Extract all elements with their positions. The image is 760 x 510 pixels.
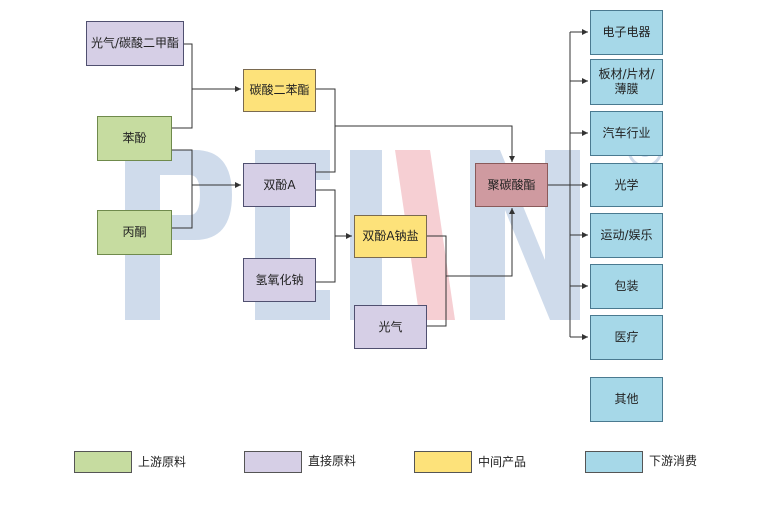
legend-label-direct: 直接原料 — [308, 454, 357, 468]
legend-label-intermediate: 中间产品 — [478, 455, 527, 469]
node-phenol: 苯酚 — [97, 116, 172, 161]
node-sodium-hydroxide: 氢氧化钠 — [243, 258, 316, 302]
node-others: 其他 — [590, 377, 663, 422]
node-optics: 光学 — [590, 163, 663, 207]
node-polycarbonate: 聚碳酸酯 — [475, 163, 548, 207]
node-medical: 医疗 — [590, 315, 663, 360]
node-bpa-sodium-salt: 双酚A钠盐 — [354, 215, 427, 258]
legend-swatch-upstream — [74, 451, 132, 473]
node-sports: 运动/娱乐 — [590, 213, 663, 258]
legend-label-upstream: 上游原料 — [138, 455, 187, 469]
node-packaging: 包装 — [590, 264, 663, 309]
node-acetone: 丙酮 — [97, 210, 172, 255]
node-diphenyl-carbonate: 碳酸二苯酯 — [243, 69, 316, 112]
node-electronics: 电子电器 — [590, 10, 663, 55]
legend-swatch-direct — [244, 451, 302, 473]
node-bisphenol-a: 双酚A — [243, 163, 316, 207]
legend-swatch-intermediate — [414, 451, 472, 473]
node-phosgene-dmc: 光气/碳酸二甲酯 — [86, 21, 184, 66]
legend-label-downstream: 下游消费 — [649, 454, 698, 468]
node-sheet-film: 板材/片材/薄膜 — [590, 59, 663, 105]
node-automotive: 汽车行业 — [590, 111, 663, 156]
node-phosgene: 光气 — [354, 305, 427, 349]
legend-swatch-downstream — [585, 451, 643, 473]
